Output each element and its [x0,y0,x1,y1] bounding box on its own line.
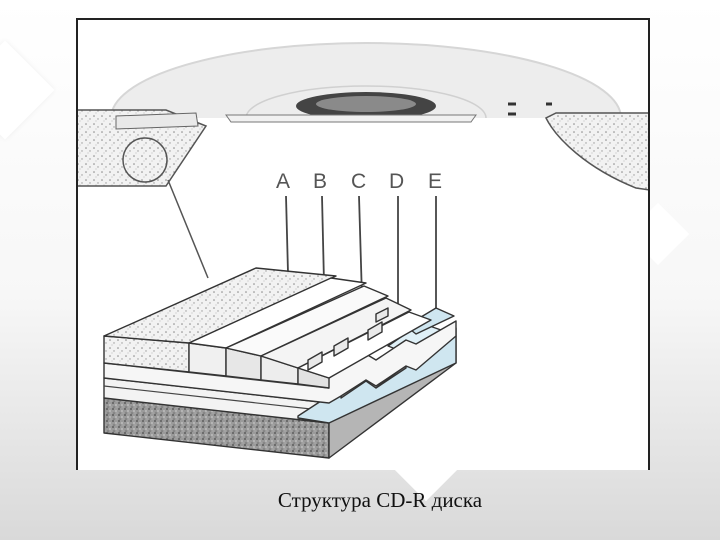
label-leaders [285,195,437,321]
decorative-chevron-left [0,40,55,140]
ridge-c [260,297,412,369]
ridge-b [225,285,389,357]
leader-b [321,195,325,284]
cross-section-block [103,267,457,459]
layer-label-e: E [428,170,442,193]
layer-label-b: B [313,170,327,193]
figure-caption: Структура CD-R диска [277,488,483,512]
layer-label-d: D [389,170,404,193]
cdr-structure-diagram: A B C D E [78,42,648,470]
zoom-indicator [122,137,209,279]
cdr-structure-figure: A B C D E [76,18,650,470]
leader-a [285,195,289,274]
ridge-a [188,277,367,349]
layer-label-c: C [351,170,366,193]
label-layer-top [103,267,337,344]
layer-label-a: A [276,170,290,193]
layer-labels: A B C D E [276,170,442,193]
leader-c [358,195,363,299]
